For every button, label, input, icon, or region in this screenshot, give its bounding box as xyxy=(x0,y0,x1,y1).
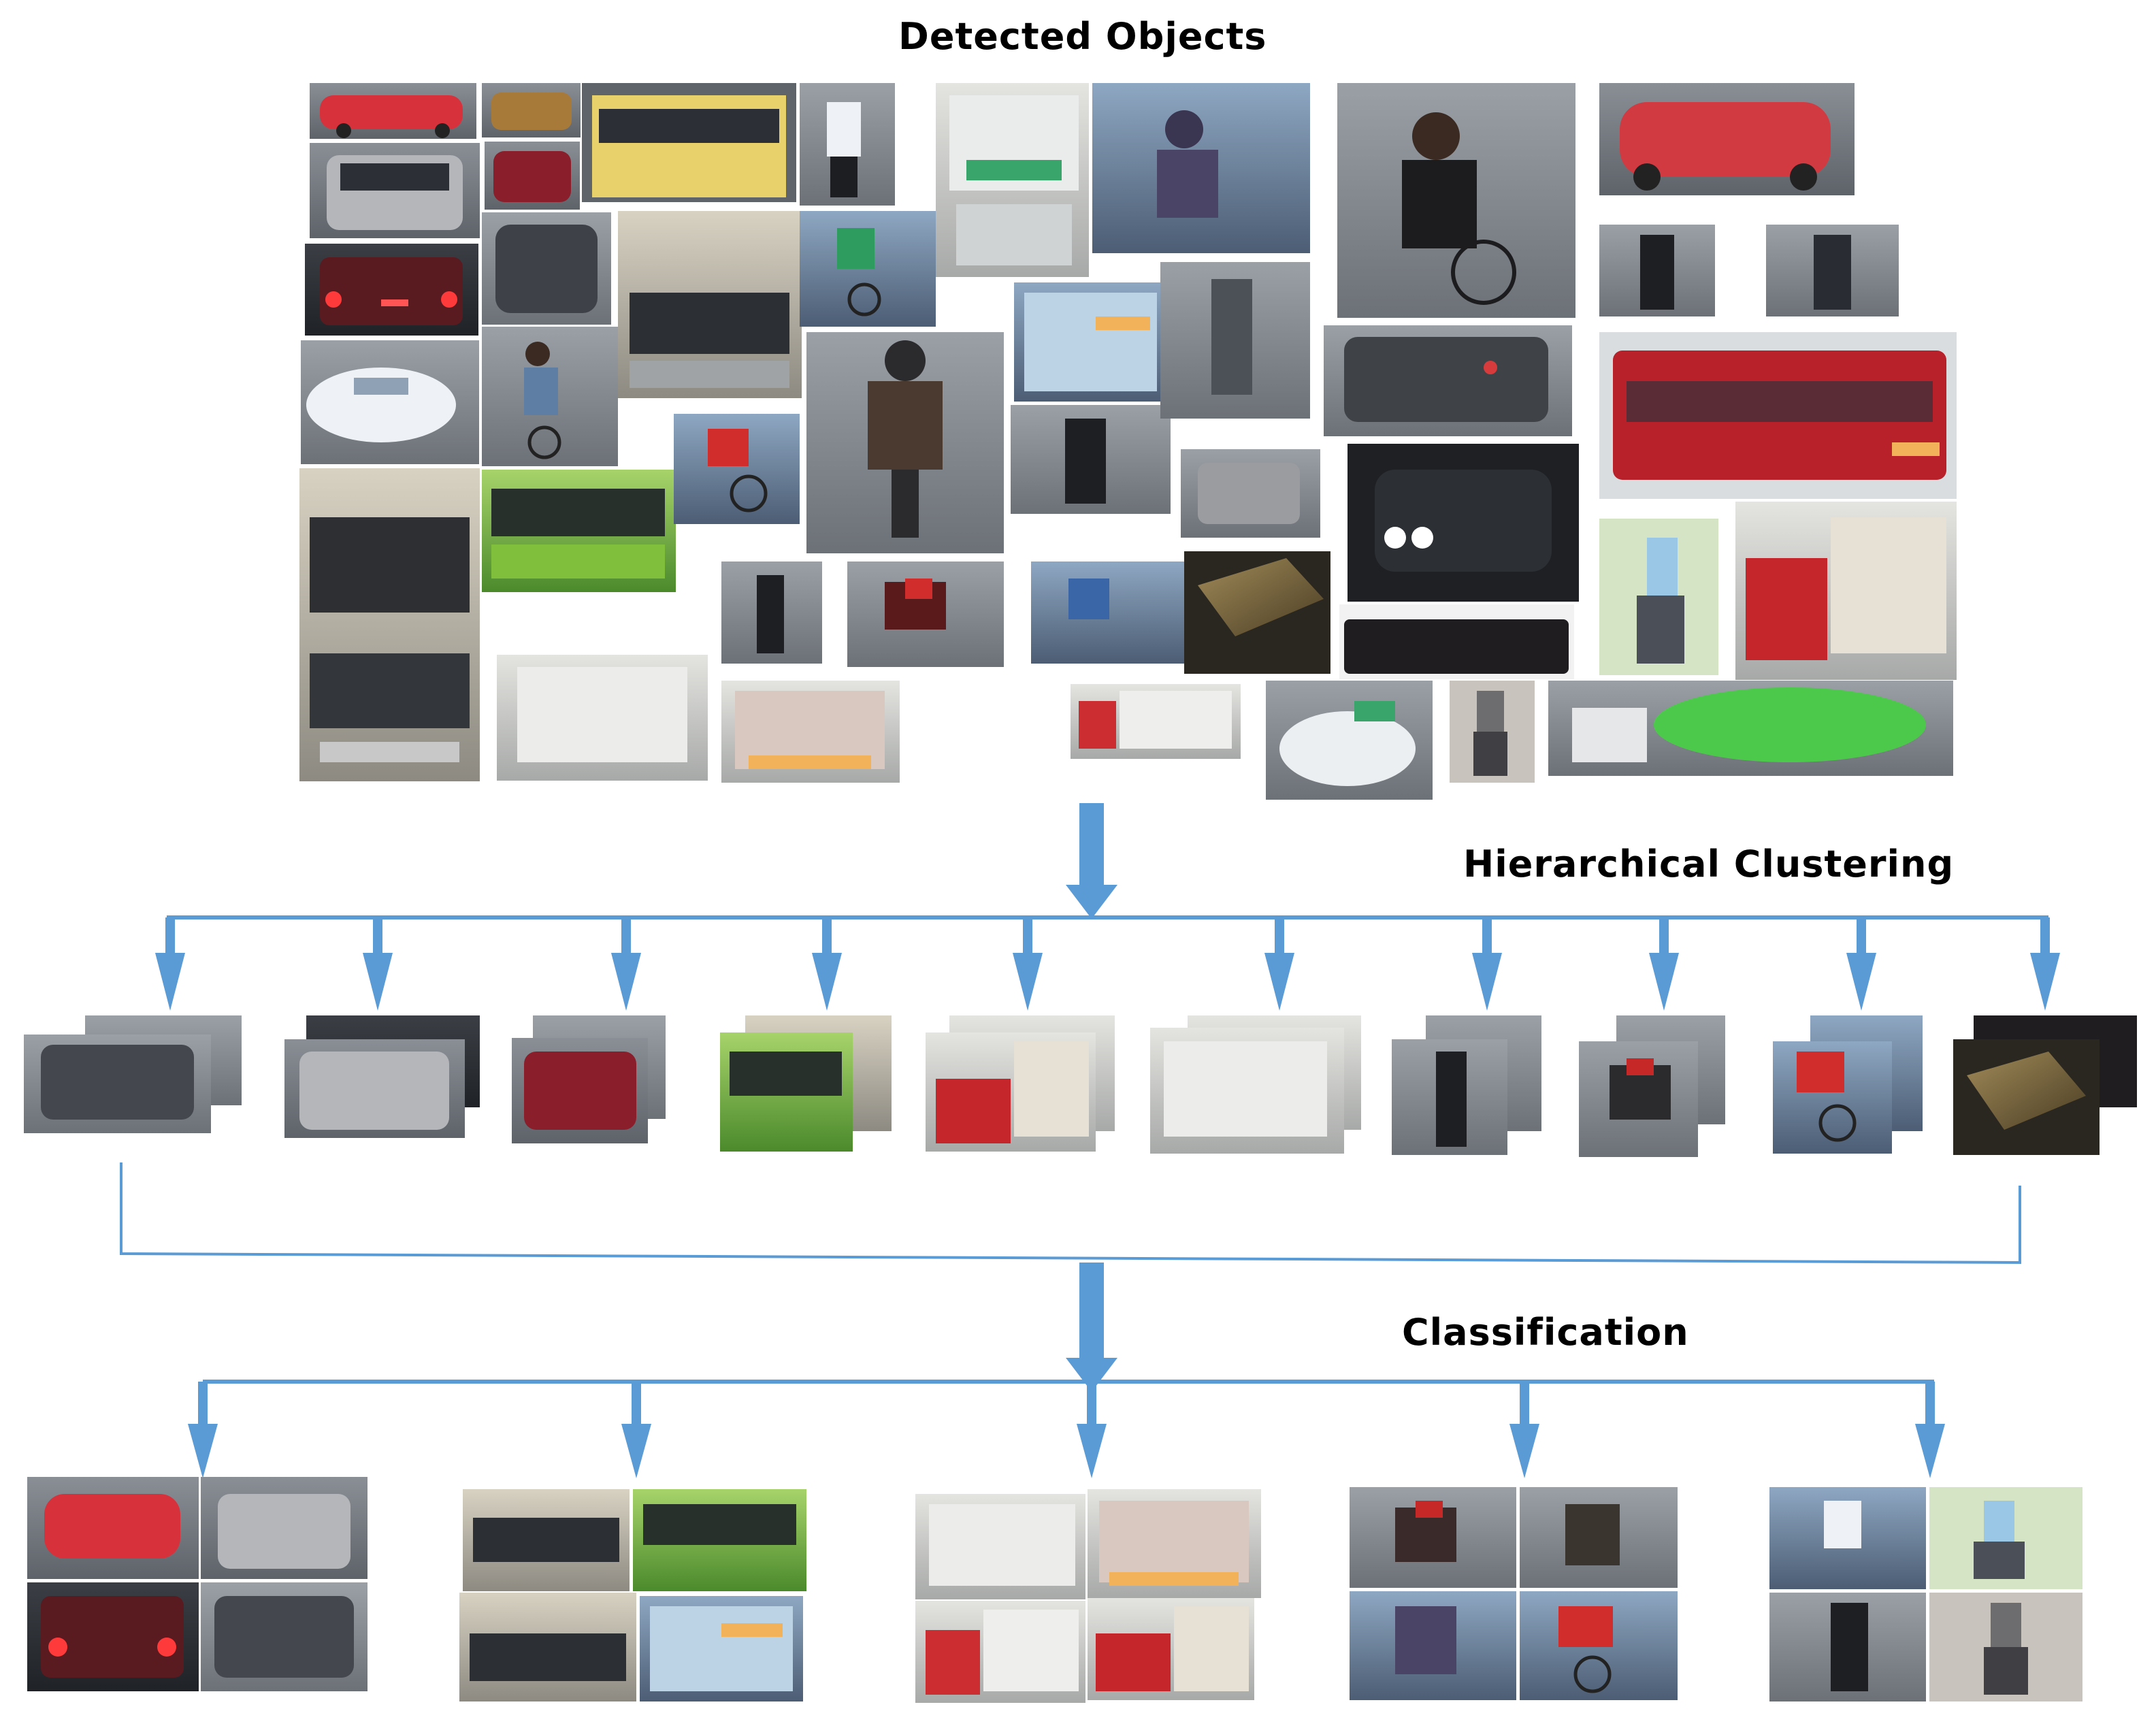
thumb-red-city-bus xyxy=(1599,332,1957,499)
thumb-light-blue-bus xyxy=(1014,282,1167,402)
thumb-motorcyclist-red xyxy=(847,561,1004,667)
thumb-cyclist-blur xyxy=(1092,83,1310,253)
cluster-arrow-9 xyxy=(1846,917,1876,1011)
thumb-cyclist-blue-2 xyxy=(1031,561,1184,664)
cluster-4 xyxy=(720,1015,892,1152)
thumb-sofa xyxy=(1339,604,1574,679)
class-truck xyxy=(915,1489,1261,1703)
class-arrow-4 xyxy=(1509,1382,1539,1478)
thumb-motorcyclist-big xyxy=(806,332,1004,553)
cluster-arrow-5 xyxy=(1013,917,1043,1011)
thumb-red-hatchback xyxy=(1599,83,1855,195)
thumb-pedestrian-black xyxy=(1599,225,1715,316)
title-hierarchical-clustering: Hierarchical Clustering xyxy=(1463,843,1955,885)
thumb-pedestrian-dark-3 xyxy=(1011,405,1171,514)
thumb-dark-hatchback xyxy=(1324,325,1572,436)
thumb-gray-car-dim xyxy=(1181,449,1320,538)
thumb-yellow-bus xyxy=(582,83,796,202)
class-cyclist xyxy=(1350,1487,1678,1700)
thumb-beige-bus xyxy=(618,211,802,398)
cluster-groups xyxy=(24,1015,2137,1157)
cluster-7 xyxy=(1392,1015,1541,1155)
thumb-night-car xyxy=(1348,444,1579,602)
cluster-9 xyxy=(1773,1015,1923,1154)
cluster-8 xyxy=(1579,1015,1725,1157)
cluster-arrow-6 xyxy=(1264,917,1294,1011)
cluster-2 xyxy=(284,1015,480,1138)
class-arrow-5 xyxy=(1915,1382,1945,1478)
cluster-10 xyxy=(1953,1015,2137,1155)
cluster-5 xyxy=(926,1015,1115,1152)
class-down-arrows xyxy=(188,1382,1945,1478)
cluster-arrow-3 xyxy=(611,917,641,1011)
thumb-dark-sedan xyxy=(482,212,611,325)
class-arrow-3 xyxy=(1077,1382,1107,1478)
thumb-cyclist-black-shirt xyxy=(1337,83,1575,318)
arrow-to-classification xyxy=(1066,1263,1117,1392)
thumb-cyclist-blue xyxy=(482,327,618,466)
thumb-red-car xyxy=(310,83,476,139)
class-car xyxy=(27,1477,368,1691)
cluster-arrow-1 xyxy=(155,917,185,1011)
thumb-box-truck-lights xyxy=(721,681,900,783)
thumb-cyclist-green xyxy=(800,211,936,327)
class-groups xyxy=(27,1477,2082,1703)
cluster-arrow-2 xyxy=(363,917,393,1011)
thumb-silver-minivan xyxy=(310,143,480,238)
thumb-white-box-truck-blur xyxy=(497,655,708,781)
thumb-car-rear-red-lights xyxy=(305,244,478,336)
title-classification: Classification xyxy=(1402,1311,1689,1354)
thumb-pedestrian-small xyxy=(1766,225,1899,316)
cluster-arrow-10 xyxy=(2030,917,2060,1011)
class-arrow-1 xyxy=(188,1382,218,1478)
thumb-red-box-truck xyxy=(1735,502,1957,680)
thumb-white-truck-logo xyxy=(936,83,1089,277)
thumb-white-car xyxy=(301,340,479,464)
cluster-arrow-4 xyxy=(812,917,842,1011)
class-pedestrian xyxy=(1769,1487,2082,1701)
thumb-green-bus xyxy=(482,470,676,592)
thumb-gold-car xyxy=(482,83,581,137)
thumb-double-decker-bus xyxy=(299,468,480,781)
thumb-red-cyclist xyxy=(674,414,800,524)
thumb-pedestrian-white xyxy=(800,83,895,206)
cluster-1 xyxy=(24,1015,242,1133)
thumb-pedestrian-gray xyxy=(1160,262,1310,419)
detected-objects-collage xyxy=(299,83,1957,800)
thumb-red-truck-small xyxy=(1071,684,1241,759)
thumb-maroon-car xyxy=(485,142,580,210)
cluster-arrow-8 xyxy=(1649,917,1679,1011)
class-bus xyxy=(459,1489,806,1701)
clusters-collector-bracket xyxy=(120,1162,2021,1265)
cluster-3 xyxy=(512,1015,666,1143)
class-arrow-2 xyxy=(621,1382,651,1478)
thumb-pedestrian-suit xyxy=(1450,681,1535,783)
thumb-cardboard-box xyxy=(1184,551,1330,674)
thumb-dark-pedestrian xyxy=(721,561,822,664)
cluster-6 xyxy=(1150,1015,1361,1154)
arrow-to-clustering xyxy=(1066,803,1117,919)
cluster-arrow-7 xyxy=(1472,917,1502,1011)
title-detected-objects: Detected Objects xyxy=(898,15,1267,58)
thumb-pedestrian-light-blue xyxy=(1599,519,1718,675)
cluster-down-arrows xyxy=(155,917,2060,1011)
thumb-cement-mixer xyxy=(1548,681,1953,776)
thumb-white-car-taxi xyxy=(1266,681,1433,800)
